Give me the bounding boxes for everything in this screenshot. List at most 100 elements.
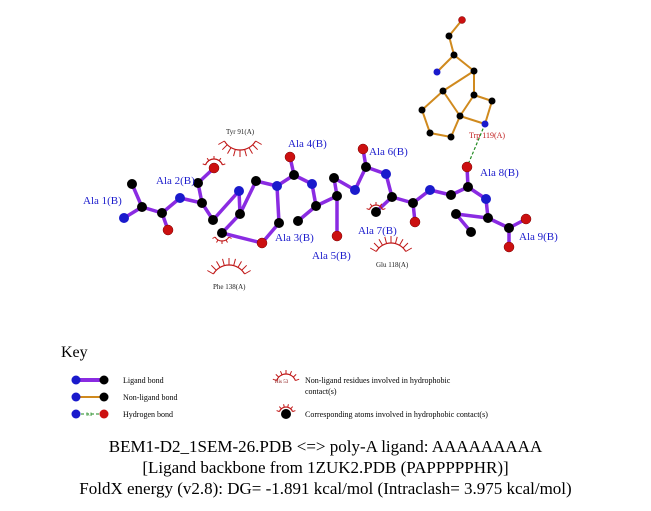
oxygen-atom [284,151,296,163]
nonligand-bond [459,115,486,125]
spoke [402,242,409,249]
spoke [228,236,232,239]
carbon-atom [193,178,203,188]
oxygen-atom [520,213,532,225]
carbon-atom [463,182,473,192]
nitrogen-atom [119,213,129,223]
spoke [255,140,262,145]
carbon-atom [127,179,137,189]
spoke [241,264,248,271]
nitrogen-atom [481,120,489,128]
key-title: Key [61,344,88,361]
spoke [384,236,388,244]
carbon-atom [332,191,342,201]
nitrogen-atom [272,181,282,191]
key-hbond-length: 3.0 [86,413,93,418]
nitrogen-atom [481,194,491,204]
label-ala7: Ala 7(B) [358,225,397,237]
carbon-atom [329,173,339,183]
oxygen-atom [503,241,515,253]
label-trp119: Trp 119(A) [469,131,505,140]
spoke [292,410,296,413]
nonligand-bonds [421,19,493,138]
oxygen-atom [409,216,421,228]
spoke [252,144,259,151]
spoke [272,378,277,382]
nonligand-bond [429,132,452,138]
nonligand-bond [442,90,461,117]
key-ligand-bond-sample [71,375,109,385]
hydrophobic-atom-arc [212,236,232,244]
nitrogen-atom [350,185,360,195]
carbon-atom [289,170,299,180]
spoke [289,370,293,376]
key-hydrophobic-atoms-label: Corresponding atoms involved in hydropho… [305,410,488,419]
carbon-atom [450,51,458,59]
carbon-atom [466,227,476,237]
carbon-atom [197,198,207,208]
spoke [369,247,377,252]
carbon-atom [445,32,453,40]
spoke [378,238,383,246]
oxygen-atom [162,224,174,236]
key-arc [272,370,300,382]
carbon-atom [418,106,426,114]
label-glu118: Glu 118(A) [376,261,409,269]
spoke [212,236,216,239]
nitrogen-atom [234,186,244,196]
arc [278,406,294,412]
hydrophobic-arc-tyr91 [218,140,262,157]
spoke [207,270,214,275]
nonligand-bond [450,115,461,138]
key-hydrophobic-atom-icon [276,404,296,419]
spoke [275,374,280,378]
nonligand-bond [421,109,431,134]
label-ala3: Ala 3(B) [275,232,314,244]
carbon-atom [447,133,455,141]
carbon-atom [387,192,397,202]
carbon-atom [470,67,478,75]
carbon-atom [408,198,418,208]
footer-line-2: [Ligand backbone from 1ZUK2.PDB (PAPPPPP… [142,458,509,477]
spoke [290,406,294,410]
ligand-bond [220,231,264,245]
spoke [279,370,283,376]
oxygen-atom [331,230,343,242]
arc [223,140,257,151]
key-hbond-label: Hydrogen bond [123,410,173,419]
spoke [369,203,373,207]
spoke [227,147,232,154]
label-ala2: Ala 2(B) [156,175,195,187]
key-hbond-sample [71,409,109,419]
spoke [206,157,210,161]
ligand-bond [211,189,241,222]
spoke [210,264,217,271]
hydrophobic-arc-phe138 [207,258,251,275]
spoke [287,404,289,408]
carbon-atom [311,201,321,211]
label-ala9: Ala 9(B) [519,231,558,243]
nonligand-bond [459,94,475,117]
nitrogen-atom [175,193,185,203]
spoke [218,140,225,145]
carbon-atom [451,209,461,219]
carbon-atom [217,228,227,238]
spoke [373,242,380,249]
spoke [394,236,398,244]
key-atom-arc [276,404,296,413]
nonligand-bond [484,100,493,125]
spoke [237,261,242,268]
label-phe138: Phe 138(A) [213,283,246,291]
spoke [244,270,251,275]
hydrophobic-arcs [202,140,413,275]
key-nonligand-bond-sample [71,392,109,402]
nitrogen-atom [381,169,391,179]
oxygen-atom [461,161,473,173]
arc [204,158,224,166]
ligand-bond [238,179,258,216]
carbon-atom [251,176,261,186]
spoke [366,208,370,211]
carbon-atom [293,216,303,226]
footer-line-1: BEM1-D2_1SEM-26.PDB <=> poly-A ligand: A… [108,437,543,456]
